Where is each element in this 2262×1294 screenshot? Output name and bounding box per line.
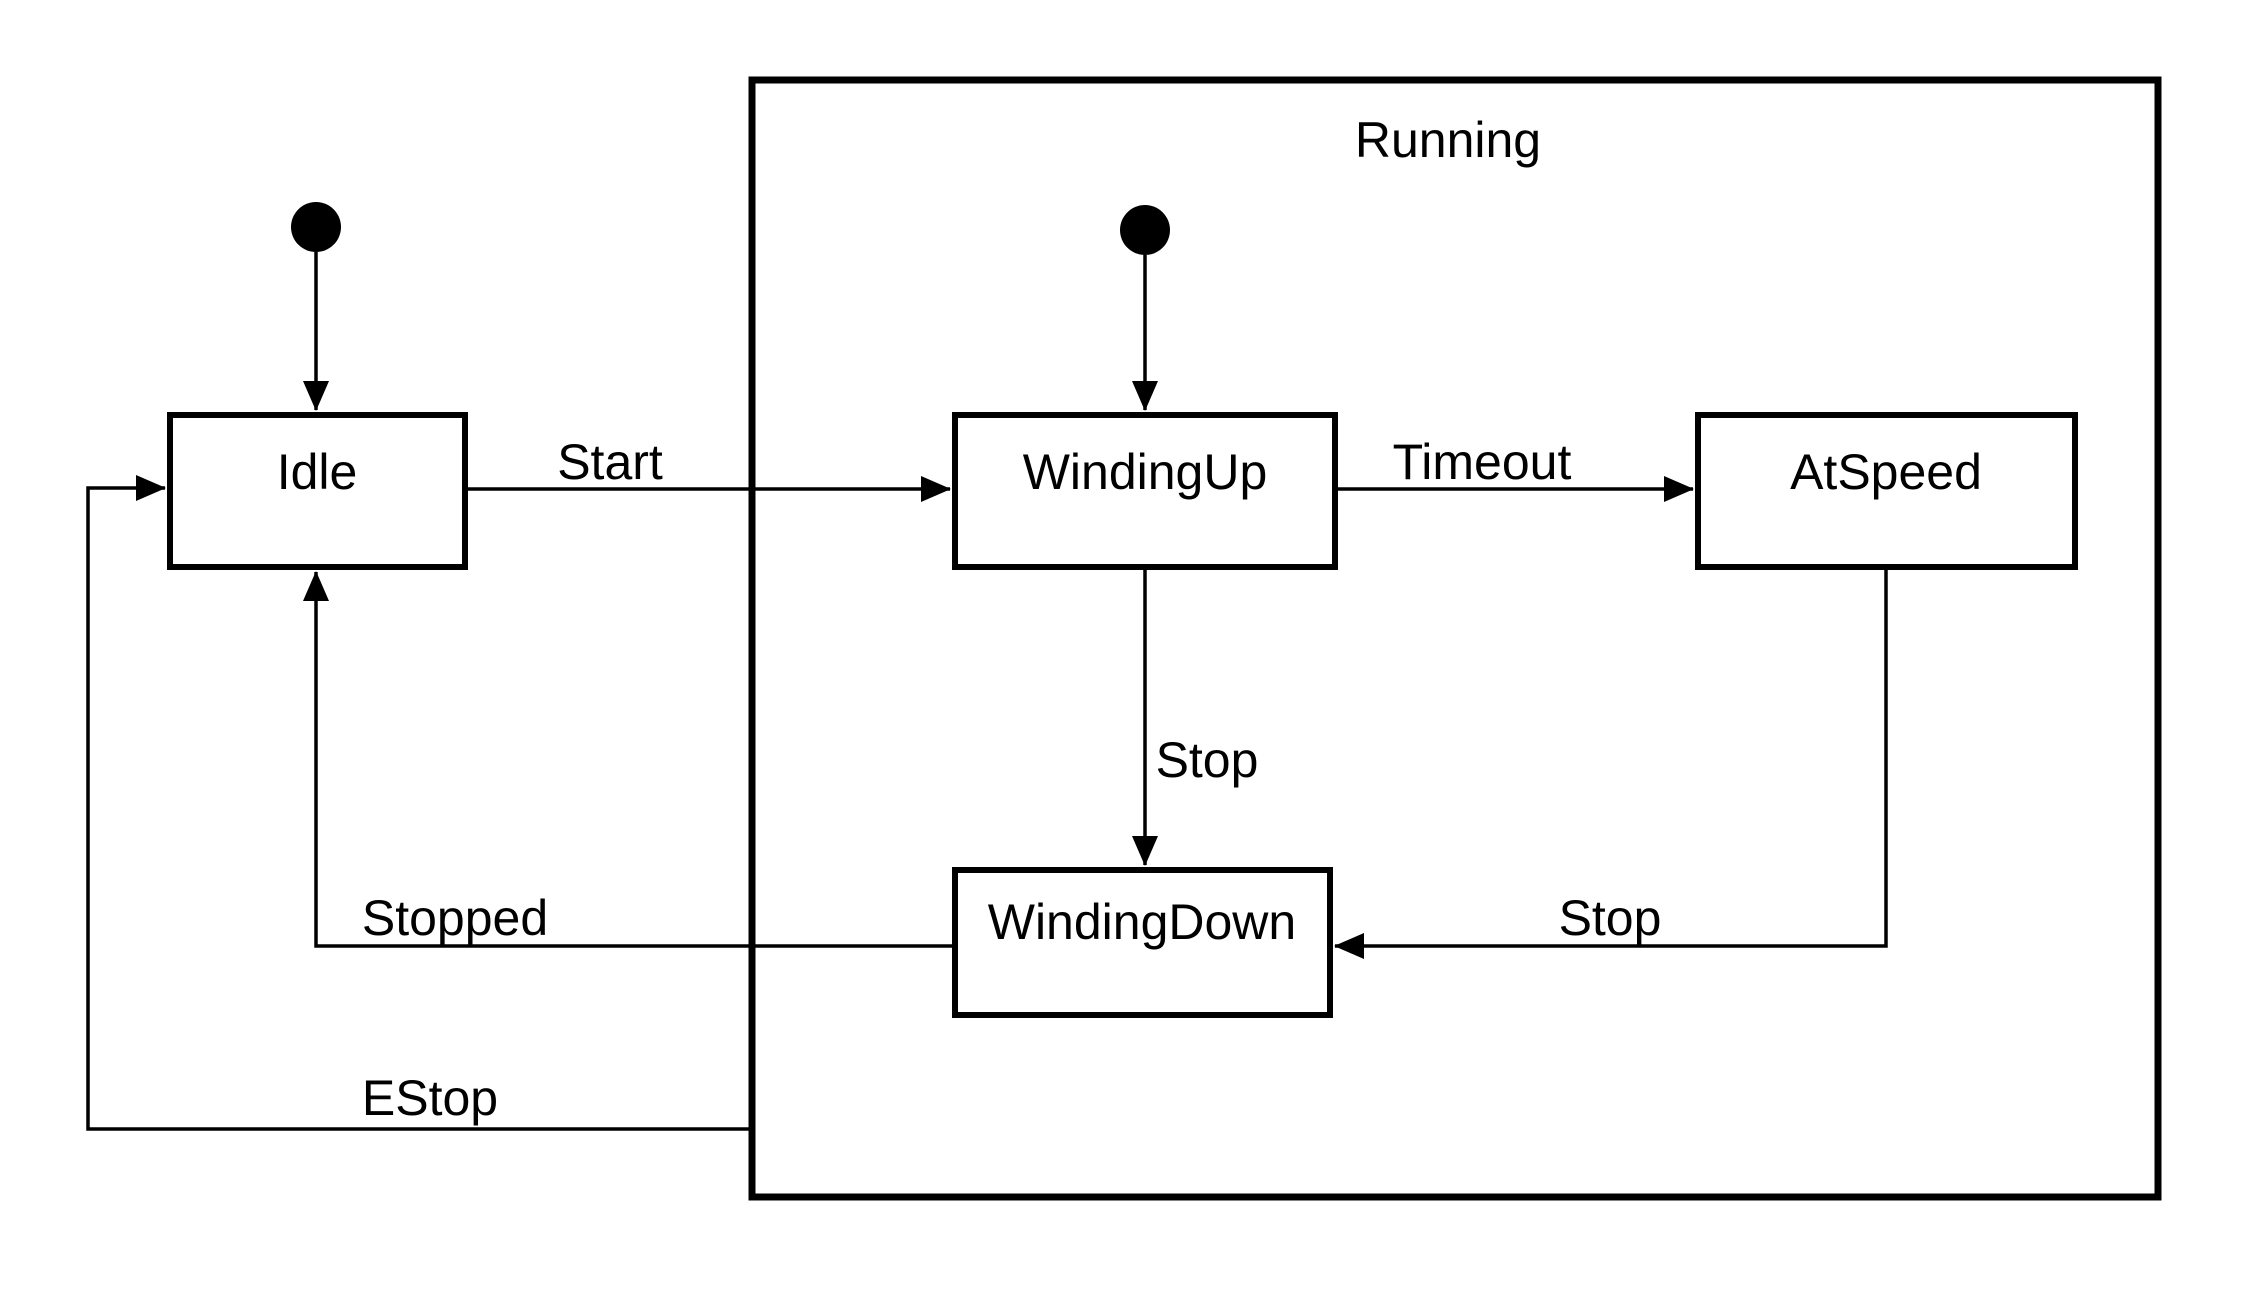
transition-estop-label: EStop [362, 1070, 498, 1126]
state-atspeed-box [1695, 412, 2078, 570]
initial-state-dot-windingup [1120, 205, 1170, 255]
transition-start-label: Start [557, 434, 663, 490]
transition-stop-from-atspeed [1334, 567, 1888, 959]
state-windingup-box [952, 412, 1338, 570]
state-windingdown-box [952, 867, 1333, 1018]
state-windingdown: WindingDown [952, 867, 1333, 1018]
state-atspeed: AtSpeed [1695, 412, 2078, 570]
state-idle: Idle [167, 412, 468, 570]
transition-stopped-label: Stopped [362, 890, 548, 946]
transition-stop-from-atspeed-label: Stop [1559, 890, 1662, 946]
initial-state-dot-idle [291, 202, 341, 252]
running-region-label: Running [1355, 112, 1541, 168]
running-region [748, 76, 2162, 1201]
state-idle-box [167, 412, 468, 570]
state-windingup-label: WindingUp [1023, 444, 1268, 500]
transition-stopped [303, 571, 955, 948]
transition-timeout-label: Timeout [1393, 434, 1572, 490]
state-windingup: WindingUp [952, 412, 1338, 570]
transition-stop-from-windingup-label: Stop [1156, 732, 1259, 788]
state-atspeed-label: AtSpeed [1790, 444, 1982, 500]
state-windingdown-label: WindingDown [988, 894, 1296, 950]
transition-estop [86, 475, 752, 1131]
state-idle-label: Idle [277, 444, 358, 500]
